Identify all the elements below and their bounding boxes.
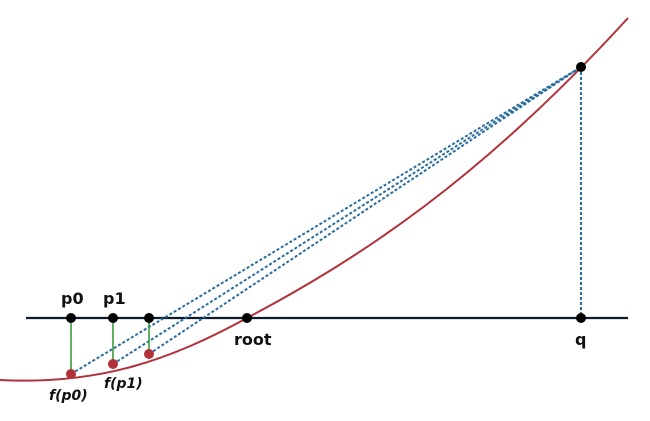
function-curve xyxy=(0,17,629,382)
q-axis-point xyxy=(576,313,586,323)
q-label: q xyxy=(575,330,586,349)
f-p0-point xyxy=(66,369,76,379)
f-p1-label: f(p1) xyxy=(104,376,143,392)
secant-line-2 xyxy=(112,66,582,365)
f-p0-label: f(p0) xyxy=(49,388,88,404)
root-point xyxy=(242,313,252,323)
f-p1-point xyxy=(108,359,118,369)
secant-line-1 xyxy=(70,66,582,375)
p2-point xyxy=(144,313,154,323)
f-p2-point xyxy=(144,349,154,359)
p0-point xyxy=(66,313,76,323)
root-label: root xyxy=(234,330,272,349)
p1-label: p1 xyxy=(103,289,126,308)
p0-label: p0 xyxy=(61,289,84,308)
secant-line-3 xyxy=(148,66,582,355)
p1-point xyxy=(108,313,118,323)
q-curve-point xyxy=(576,62,586,72)
